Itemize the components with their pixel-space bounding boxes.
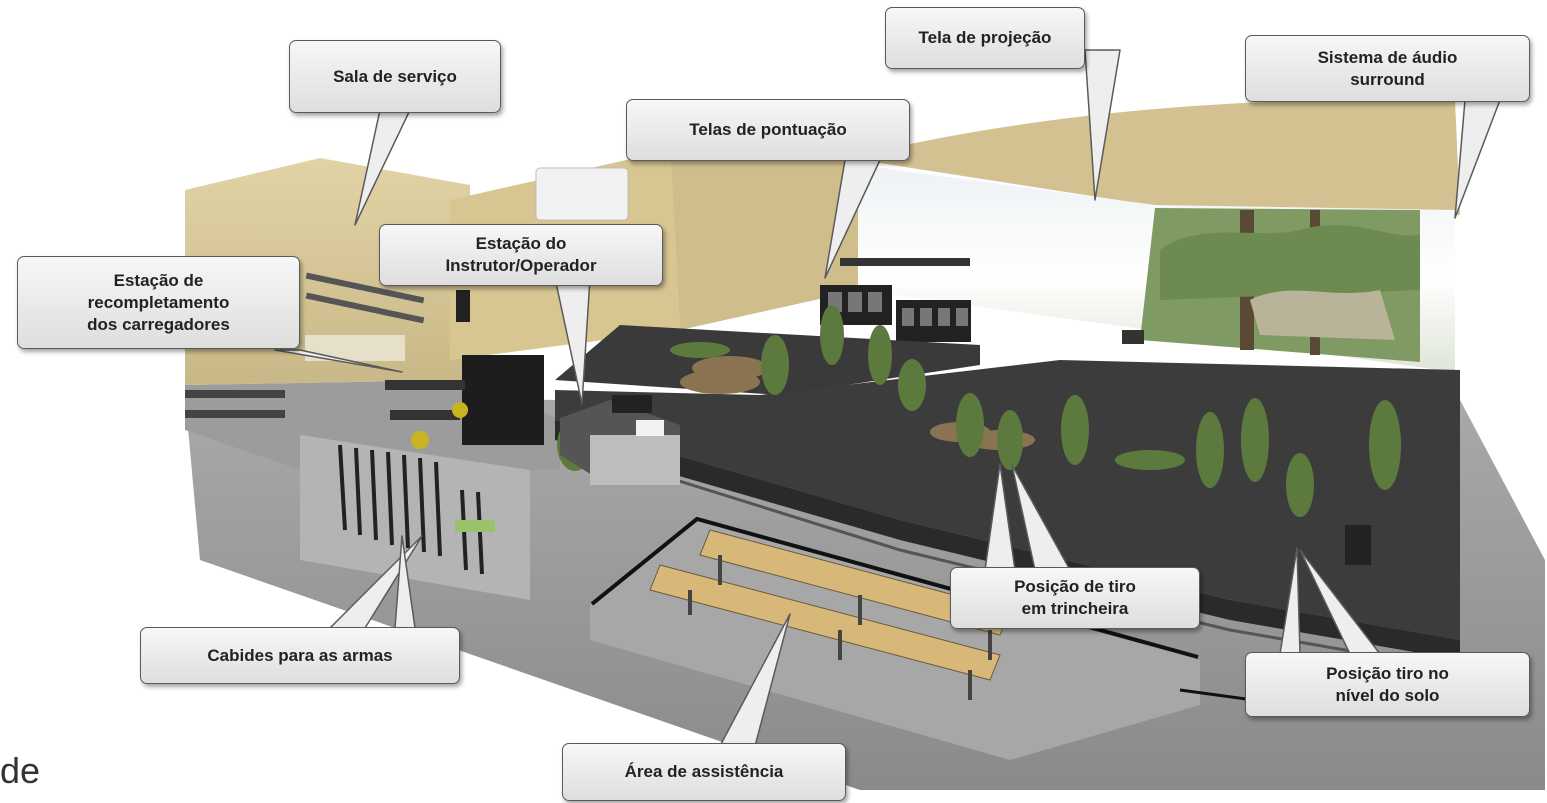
callout-tails <box>274 49 1501 747</box>
label-telas-de-pontuacao: Telas de pontuação <box>689 120 847 139</box>
benches <box>649 529 1011 681</box>
label-tela-de-projecao: Tela de projeção <box>918 28 1052 47</box>
back-wall <box>670 150 860 330</box>
speaker <box>456 290 470 322</box>
callout-telas-de-pontuacao: Telas de pontuação <box>626 99 910 161</box>
upper-wall <box>840 99 1460 215</box>
label-sistema-de-audio: Sistema de áudio surround <box>1317 47 1458 89</box>
slide-text-fragment: de <box>0 750 41 791</box>
callout-posicao-solo: Posição tiro no nível do solo <box>1245 652 1530 717</box>
callout-area-assistencia: Área de assistência <box>562 743 846 801</box>
scoring-screen-frame <box>840 258 970 266</box>
callout-estacao-recompletamento: Estação de recompletamento dos carregado… <box>17 256 300 349</box>
magazine-station <box>462 355 544 445</box>
label-cabides: Cabides para as armas <box>207 645 393 665</box>
callout-sala-de-servico: Sala de serviço <box>289 40 501 113</box>
firing-platform-lower <box>555 360 1460 640</box>
callout-tela-de-projecao: Tela de projeção <box>885 7 1085 69</box>
callout-cabides: Cabides para as armas <box>140 627 460 684</box>
label-posicao-solo: Posição tiro no nível do solo <box>1326 663 1449 705</box>
label-estacao-recompletamento: Estação de recompletamento dos carregado… <box>87 270 230 334</box>
label-area-assistencia: Área de assistência <box>624 762 784 781</box>
callout-estacao-instrutor: Estação do Instrutor/Operador <box>379 224 663 286</box>
callout-posicao-trincheira: Posição de tiro em trincheira <box>950 567 1200 629</box>
label-sala-de-servico: Sala de serviço <box>333 66 457 86</box>
callout-sistema-de-audio: Sistema de áudio surround <box>1245 35 1530 102</box>
air-conditioner <box>535 167 629 221</box>
label-posicao-trincheira: Posição de tiro em trincheira <box>1014 577 1136 618</box>
label-estacao-instrutor: Estação do Instrutor/Operador <box>445 234 597 275</box>
